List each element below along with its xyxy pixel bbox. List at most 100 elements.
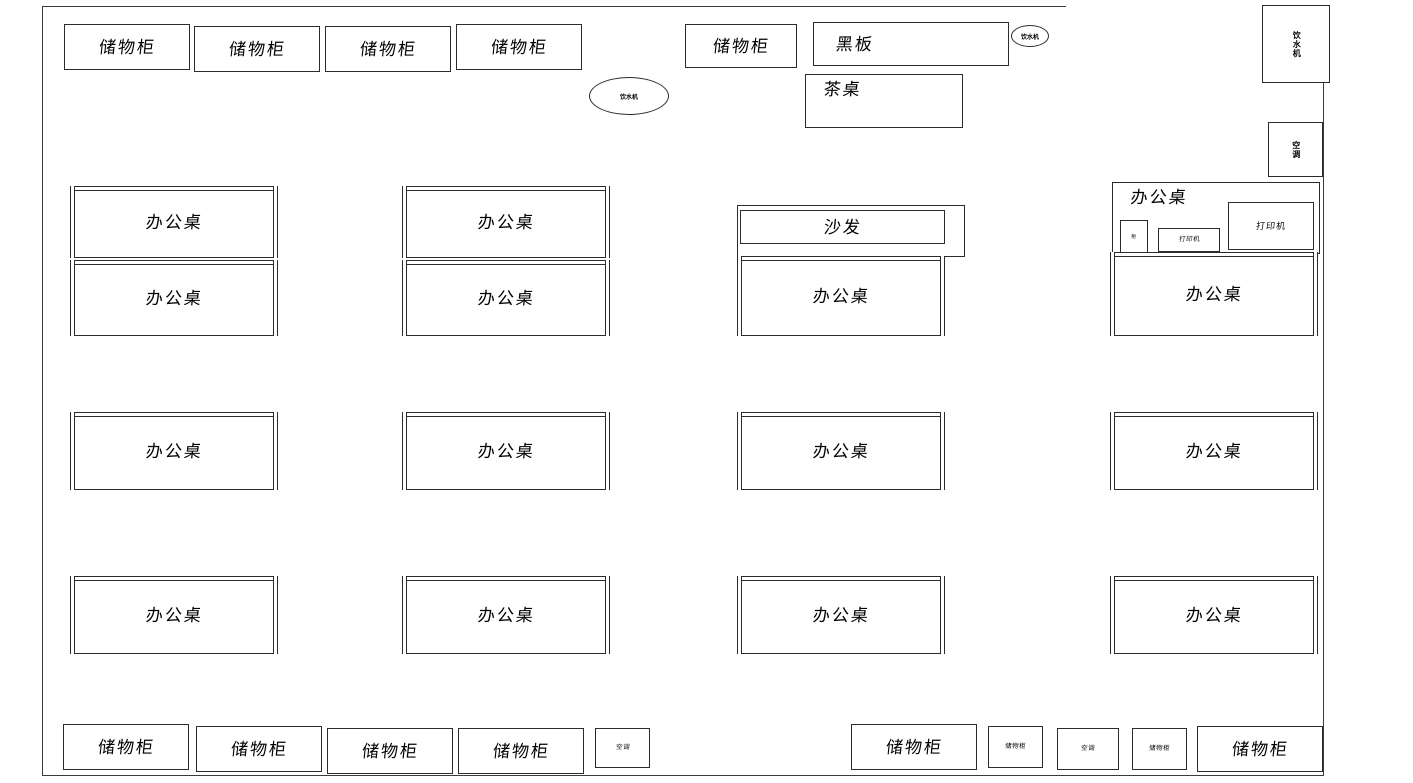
right-wall-equipment-1[interactable]: 空调: [1268, 122, 1323, 177]
locker-1[interactable]: 储物柜: [194, 26, 320, 72]
desk-surface: 办公桌: [737, 256, 945, 336]
printer-item-label: 柜: [1131, 234, 1137, 240]
locker-2[interactable]: 储物柜: [325, 26, 451, 72]
desk-label: 办公桌: [476, 605, 536, 625]
desk-surface: 办公桌: [402, 412, 610, 490]
locker-label: 储物柜: [1004, 742, 1027, 750]
sofa[interactable]: 沙发: [740, 210, 945, 244]
locker-3[interactable]: 储物柜: [456, 24, 582, 70]
desk-9[interactable]: 办公桌: [1110, 412, 1318, 490]
desk-11[interactable]: 办公桌: [402, 576, 610, 654]
locker-8[interactable]: 储物柜: [1132, 728, 1187, 770]
desk-8[interactable]: 办公桌: [737, 412, 945, 490]
desk-label: 办公桌: [811, 286, 871, 306]
sofa-label: 沙发: [822, 217, 863, 237]
desk-surface: 办公桌: [1110, 252, 1318, 336]
locker-label: 储物柜: [489, 37, 549, 57]
desk-top-bar: [1115, 412, 1313, 417]
desk-left-rail: [402, 412, 407, 490]
desk-surface: 办公桌: [70, 260, 278, 336]
right-wall-equipment-label: 饮水机: [1292, 30, 1302, 58]
desk-top-bar: [407, 186, 605, 191]
desk-10[interactable]: 办公桌: [70, 576, 278, 654]
locker-3[interactable]: 储物柜: [458, 728, 584, 774]
desk-1[interactable]: 办公桌: [70, 260, 278, 336]
desk-top-bar: [75, 412, 273, 417]
desk-13[interactable]: 办公桌: [1110, 576, 1318, 654]
desk-4[interactable]: 办公桌: [737, 256, 945, 336]
locker-7[interactable]: 空调: [1057, 728, 1119, 770]
desk-surface: 办公桌: [1110, 412, 1318, 490]
desk-right-rail: [1313, 576, 1318, 654]
desk-label: 办公桌: [144, 441, 204, 461]
locker-0[interactable]: 储物柜: [64, 24, 190, 70]
desk-surface: 办公桌: [402, 260, 610, 336]
locker-9[interactable]: 储物柜: [1197, 726, 1323, 772]
locker-0[interactable]: 储物柜: [63, 724, 189, 770]
desk-left-rail: [402, 260, 407, 336]
desk-left-rail: [737, 576, 742, 654]
desk-label: 办公桌: [144, 605, 204, 625]
locker-4[interactable]: 空调: [595, 728, 650, 768]
locker-2[interactable]: 储物柜: [327, 728, 453, 774]
water-dispenser-1[interactable]: 饮水机: [1011, 25, 1049, 47]
water-dispenser-label: 饮水机: [1020, 34, 1039, 41]
desk-label: 办公桌: [144, 212, 204, 232]
desk-label: 办公桌: [811, 605, 871, 625]
locker-1[interactable]: 储物柜: [196, 726, 322, 772]
desk-top-bar: [742, 412, 940, 417]
locker-label: 储物柜: [97, 37, 157, 57]
tea-table[interactable]: 茶桌: [805, 74, 963, 128]
locker-label: 储物柜: [227, 39, 287, 59]
desk-left-rail: [70, 576, 75, 654]
desk-7[interactable]: 办公桌: [402, 412, 610, 490]
water-dispenser-label: 饮水机: [619, 94, 638, 101]
wall-bottom: [42, 775, 1324, 776]
desk-left-rail: [1110, 252, 1115, 336]
printer-item-label: 打印机: [1178, 235, 1200, 243]
desk-3[interactable]: 办公桌: [402, 260, 610, 336]
locker-6[interactable]: 储物柜: [988, 726, 1043, 768]
printer-desk-label: 办公桌: [1129, 188, 1189, 207]
desk-label: 办公桌: [476, 212, 536, 232]
desk-left-rail: [402, 186, 407, 258]
printer-item-0[interactable]: 柜: [1120, 220, 1148, 254]
desk-left-rail: [1110, 576, 1115, 654]
desk-label: 办公桌: [476, 441, 536, 461]
desk-0[interactable]: 办公桌: [70, 186, 278, 258]
desk-right-rail: [1313, 412, 1318, 490]
locker-4[interactable]: 储物柜: [685, 24, 797, 68]
desk-top-bar: [1115, 252, 1313, 257]
desk-surface: 办公桌: [70, 186, 278, 258]
locker-label: 储物柜: [229, 739, 289, 759]
locker-label: 空调: [615, 743, 630, 751]
desk-right-rail: [605, 186, 610, 258]
desk-label: 办公桌: [1184, 441, 1244, 461]
desk-12[interactable]: 办公桌: [737, 576, 945, 654]
right-wall-equipment-label: 空调: [1291, 140, 1301, 159]
locker-label: 空调: [1080, 744, 1096, 752]
desk-6[interactable]: 办公桌: [70, 412, 278, 490]
desk-surface: 办公桌: [70, 412, 278, 490]
right-wall-equipment-0[interactable]: 饮水机: [1262, 5, 1330, 83]
water-dispenser-0[interactable]: 饮水机: [589, 77, 669, 115]
locker-label: 储物柜: [491, 741, 551, 761]
desk-right-rail: [940, 412, 945, 490]
locker-label: 储物柜: [1148, 744, 1171, 752]
desk-5[interactable]: 办公桌: [1110, 252, 1318, 336]
locker-5[interactable]: 储物柜: [851, 724, 977, 770]
blackboard[interactable]: 黑板: [813, 22, 1009, 66]
printer-item-1[interactable]: 打印机: [1158, 228, 1220, 252]
desk-right-rail: [273, 412, 278, 490]
desk-label: 办公桌: [1184, 284, 1244, 304]
desk-surface: 办公桌: [402, 186, 610, 258]
wall-top: [42, 6, 1066, 7]
wall-right: [1323, 5, 1324, 776]
desk-left-rail: [70, 186, 75, 258]
desk-left-rail: [737, 412, 742, 490]
desk-surface: 办公桌: [70, 576, 278, 654]
printer-item-2[interactable]: 打印机: [1228, 202, 1314, 250]
desk-2[interactable]: 办公桌: [402, 186, 610, 258]
desk-top-bar: [75, 260, 273, 265]
